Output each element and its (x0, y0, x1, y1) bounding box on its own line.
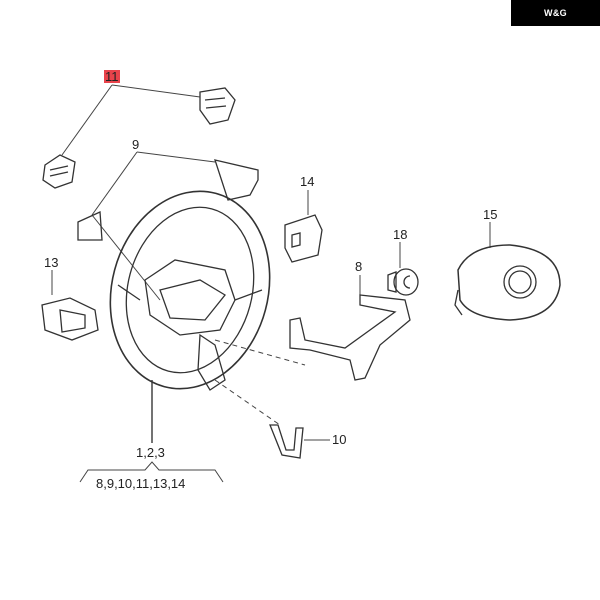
leader-lines (51, 84, 491, 483)
label-15: 15 (483, 207, 498, 222)
label-8: 8 (355, 259, 363, 274)
part-11-switch-left (42, 154, 76, 189)
label-10: 10 (332, 432, 347, 447)
label-11-highlighted: 11 (104, 69, 120, 84)
part-10-cover (269, 424, 304, 459)
part-11-switch-right (199, 87, 236, 125)
part-9-trim-right (214, 159, 259, 201)
label-group: 8,9,10,11,13,14 (96, 476, 186, 491)
logo-text: W&G (544, 8, 567, 18)
part-13-switch (41, 297, 99, 341)
part-8-trim (289, 294, 411, 381)
brand-logo: W&G (511, 0, 600, 26)
part-18-plug (387, 268, 419, 296)
part-1-steering-wheel (109, 190, 271, 391)
label-9: 9 (132, 137, 140, 152)
label-18: 18 (393, 227, 408, 242)
label-13: 13 (44, 255, 59, 270)
part-9-trim-left (77, 211, 103, 241)
label-1-2-3: 1,2,3 (136, 445, 165, 460)
label-14: 14 (300, 174, 315, 189)
part-15-airbag (454, 244, 561, 321)
part-14-control-unit (284, 214, 323, 263)
